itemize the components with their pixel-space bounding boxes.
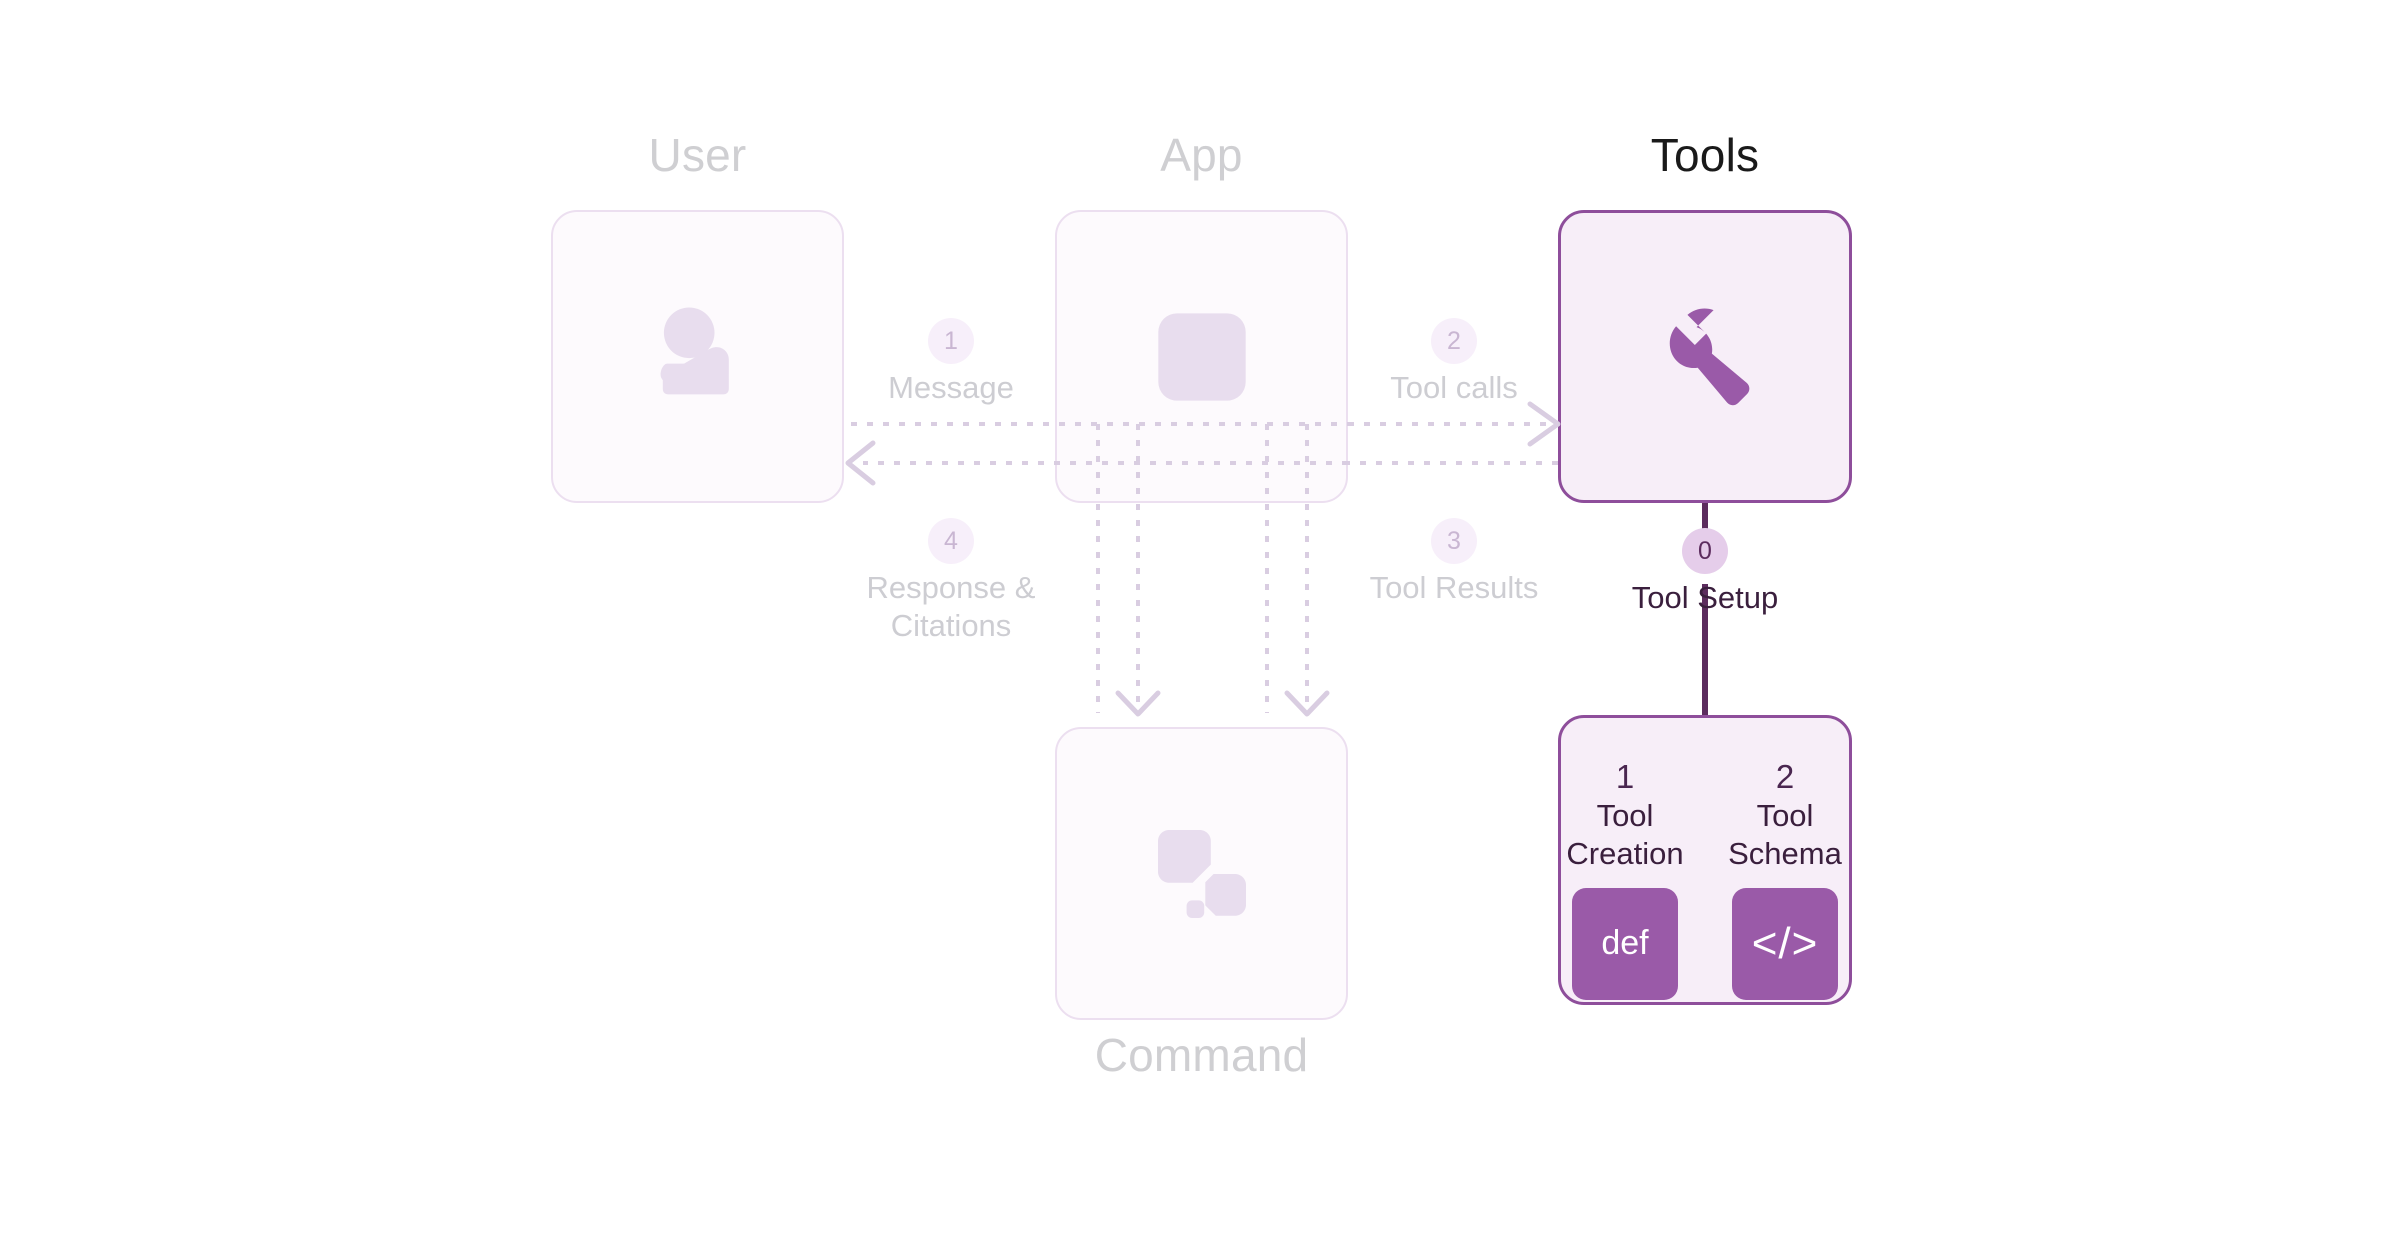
command-column-title: Command <box>1094 1029 1309 1081</box>
tool-setup-panel[interactable]: 1 Tool Creation def 2 Tool Schema </> <box>1558 715 1852 1005</box>
tools-column-title: Tools <box>1650 129 1760 181</box>
step-badge-4: 4 <box>928 518 974 564</box>
step-badge-3: 3 <box>1431 518 1477 564</box>
step-badge-0: 0 <box>1682 528 1728 574</box>
step-text-response-line1: Response & <box>866 570 1036 605</box>
node-user[interactable] <box>551 210 844 503</box>
wrench-icon <box>1669 308 1750 405</box>
step-label-response-citations: 4 Response & Citations <box>847 518 1055 644</box>
step-text-message: Message <box>888 370 1014 405</box>
node-command[interactable] <box>1055 727 1348 1020</box>
step-label-tool-calls: 2 Tool calls <box>1350 318 1558 406</box>
step-label-tool-setup: 0 Tool Setup <box>1601 528 1809 616</box>
tool-setup-item-schema[interactable]: 2 Tool Schema </> <box>1721 758 1849 1000</box>
step-text-tool-results: Tool Results <box>1369 570 1539 605</box>
app-square-icon <box>1157 312 1246 401</box>
tool-schema-label-line1: Tool <box>1756 797 1814 833</box>
step-badge-1: 1 <box>928 318 974 364</box>
tool-creation-label-line2: Creation <box>1566 835 1684 871</box>
tool-schema-number: 2 <box>1775 758 1795 795</box>
person-icon <box>660 307 729 394</box>
step-text-response-line2: Citations <box>890 607 1012 643</box>
tool-setup-item-creation[interactable]: 1 Tool Creation def <box>1561 758 1689 1000</box>
step-text-tool-calls: Tool calls <box>1390 370 1518 405</box>
tool-schema-label-line2: Schema <box>1728 835 1842 871</box>
command-logo-icon <box>1157 829 1246 918</box>
tool-creation-def-tile[interactable]: def <box>1572 887 1678 1000</box>
user-column-title: User <box>648 129 747 181</box>
tool-creation-label-line1: Tool <box>1596 797 1654 833</box>
node-app[interactable] <box>1055 210 1348 503</box>
step-label-message: 1 Message <box>847 318 1055 406</box>
step-label-tool-results: 3 Tool Results <box>1350 518 1558 606</box>
step-badge-2: 2 <box>1431 318 1477 364</box>
node-tools[interactable] <box>1558 210 1852 503</box>
tool-creation-number: 1 <box>1615 758 1635 795</box>
step-text-tool-setup: Tool Setup <box>1631 580 1779 615</box>
tool-schema-code-tile[interactable]: </> <box>1732 887 1838 1000</box>
app-column-title: App <box>1160 129 1243 181</box>
